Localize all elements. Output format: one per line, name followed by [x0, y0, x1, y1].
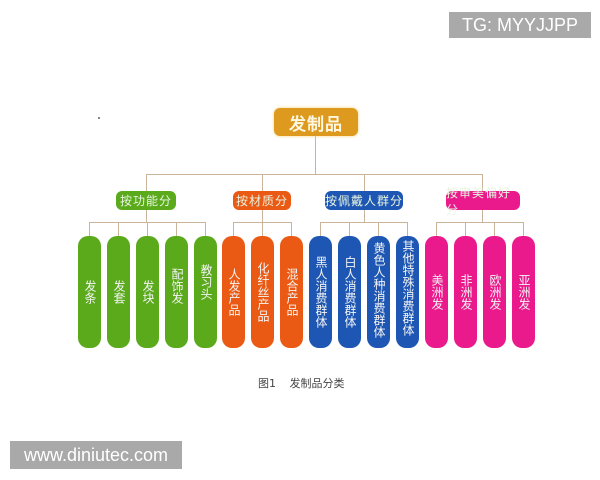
group1-stem: [146, 210, 147, 222]
leaf-label: 人发产品: [227, 268, 241, 316]
watermark-bottom-left: www.diniutec.com: [10, 441, 182, 469]
group2-stem: [262, 210, 263, 222]
group1-drop: [118, 222, 119, 236]
leaf-label: 美洲发: [430, 274, 444, 310]
leaf-label: 欧洲发: [488, 274, 502, 310]
leaf-node: 化纤丝产品: [251, 236, 274, 348]
leaf-label: 发条: [83, 280, 97, 304]
group4-drop: [523, 222, 524, 236]
category-stem-2: [262, 174, 263, 191]
leaf-label: 亚洲发: [517, 274, 531, 310]
leaf-node: 配饰发: [165, 236, 188, 348]
leaf-node: 黑人消费群体: [309, 236, 332, 348]
leaf-node: 白人消费群体: [338, 236, 361, 348]
category-label: 按材质分: [235, 194, 288, 208]
category-wearer: 按佩戴人群分: [325, 191, 403, 210]
leaf-node: 发条: [78, 236, 101, 348]
category-label: 按佩戴人群分: [325, 194, 404, 208]
leaf-node: 混合产品: [280, 236, 303, 348]
category-stem-3: [364, 174, 365, 191]
category-stem-4: [482, 174, 483, 191]
group2-drop: [233, 222, 234, 236]
leaf-label: 黑人消费群体: [314, 256, 328, 328]
root-stem: [315, 136, 316, 174]
leaf-label: 教习头: [199, 264, 213, 300]
category-function: 按功能分: [116, 191, 176, 210]
group3-drop: [378, 222, 379, 236]
leaf-node: 非洲发: [454, 236, 477, 348]
group3-drop: [407, 222, 408, 236]
leaf-label: 发块: [141, 280, 155, 304]
leaf-label: 发套: [112, 280, 126, 304]
leaf-node: 美洲发: [425, 236, 448, 348]
leaf-label: 化纤丝产品: [256, 262, 270, 322]
leaf-label: 混合产品: [285, 268, 299, 316]
group4-drop: [494, 222, 495, 236]
leaf-node: 教习头: [194, 236, 217, 348]
group4-bus: [436, 222, 523, 223]
root-node: 发制品: [274, 108, 358, 136]
group3-bus: [320, 222, 407, 223]
category-material: 按材质分: [233, 191, 291, 210]
leaf-label: 配饰发: [170, 268, 184, 304]
leaf-label: 非洲发: [459, 274, 473, 310]
leaf-node: 欧洲发: [483, 236, 506, 348]
leaf-node: 发块: [136, 236, 159, 348]
group1-drop: [147, 222, 148, 236]
root-label: 发制品: [289, 114, 343, 135]
leaf-node: 黄色人种消费群体: [367, 236, 390, 348]
leaf-label: 其他特殊消费群体: [401, 240, 415, 336]
leaf-label: 白人消费群体: [343, 256, 357, 328]
group3-drop: [320, 222, 321, 236]
category-bus: [146, 174, 483, 175]
leaf-node: 亚洲发: [512, 236, 535, 348]
group1-drop: [89, 222, 90, 236]
category-aesthetic: 按审美偏好分: [446, 186, 520, 217]
leaf-node: 其他特殊消费群体: [396, 236, 419, 348]
group4-drop: [436, 222, 437, 236]
category-stem-1: [146, 174, 147, 191]
group4-drop: [465, 222, 466, 236]
leaf-node: 人发产品: [222, 236, 245, 348]
stray-dot: [98, 117, 100, 119]
category-label: 按审美偏好分: [446, 185, 512, 217]
group4-stem: [482, 210, 483, 222]
group2-drop: [262, 222, 263, 236]
category-label: 按功能分: [119, 194, 172, 208]
leaf-label: 黄色人种消费群体: [372, 242, 386, 338]
group3-drop: [349, 222, 350, 236]
figure-title: 发制品分类: [289, 377, 345, 390]
leaf-node: 发套: [107, 236, 130, 348]
group1-drop: [205, 222, 206, 236]
watermark-top-right: TG: MYYJJPP: [449, 12, 591, 38]
group3-stem: [364, 210, 365, 222]
group1-drop: [176, 222, 177, 236]
figure-caption: 图1 发制品分类: [258, 375, 345, 391]
group2-drop: [291, 222, 292, 236]
figure-number: 图1: [258, 377, 276, 390]
